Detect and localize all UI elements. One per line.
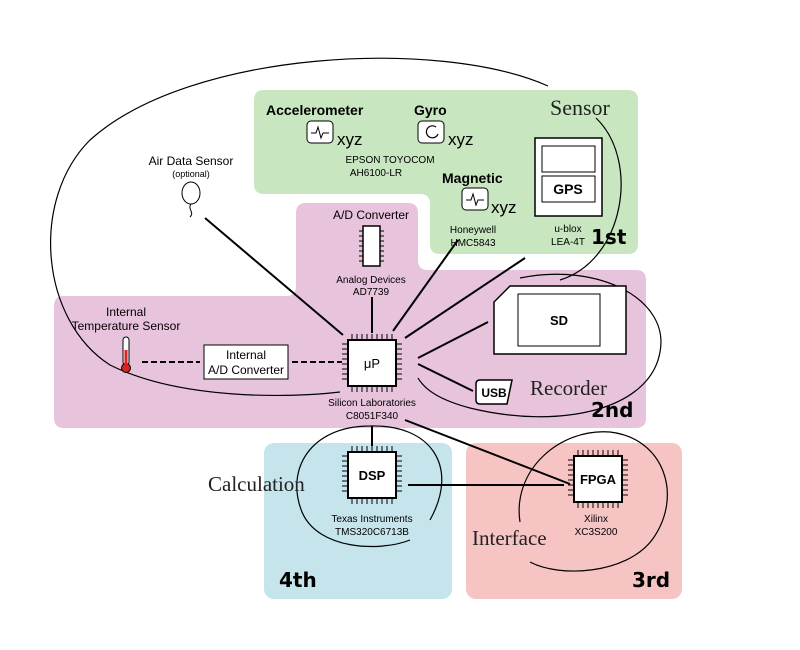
dsp-vendor: Texas Instruments: [331, 514, 412, 525]
gyro-axes: xyz: [448, 130, 474, 149]
fpga-label: FPGA: [580, 472, 617, 487]
accelerometer-vendor: EPSON TOYOCOM: [345, 155, 434, 166]
outer-system-loop: [50, 57, 549, 397]
magnetic-wave-icon: [461, 187, 489, 211]
recorder-region: [54, 203, 646, 428]
balloon-icon: [181, 181, 201, 205]
calculation-region: [264, 443, 452, 599]
ad-converter-chip: [362, 225, 381, 267]
gyro-rotation: [425, 125, 439, 139]
interface-loop: [518, 431, 668, 572]
magnetic-part: HMC5843: [450, 238, 495, 249]
internal-adc-box: [203, 344, 289, 380]
mcu-label: μP: [364, 356, 380, 371]
usb-label: USB: [481, 386, 507, 400]
gps-block: GPS u-blox LEA-4T: [534, 137, 603, 248]
usb-plug-icon: [475, 379, 513, 405]
calculation-title: Calculation: [208, 472, 305, 496]
air-data-note: (optional): [172, 169, 210, 179]
mcu-block: μP Silicon Laboratories C8051F340: [328, 334, 416, 422]
ad-converter-label: A/D Converter: [333, 208, 409, 222]
interface-stage-label: 3rd: [632, 568, 670, 592]
magnetic-vendor: Honeywell: [450, 225, 496, 236]
gps-part: LEA-4T: [551, 237, 585, 248]
air-data-label: Air Data Sensor: [149, 154, 234, 168]
gps-chip: [541, 175, 596, 203]
ad-converter-vendor: Analog Devices: [336, 275, 405, 286]
recorder-loop: [417, 273, 662, 418]
connections: [142, 217, 571, 486]
gps-antenna-window: [541, 145, 596, 173]
thermometer-mercury: [124, 350, 128, 366]
sd-block: SD: [493, 285, 627, 355]
gps-label: GPS: [553, 181, 583, 197]
gps-vendor: u-blox: [554, 224, 581, 235]
magnetic-block: Magnetic xyz Honeywell HMC5843: [442, 170, 517, 249]
gyro-block: Gyro xyz: [414, 102, 474, 149]
internal-adc-block: Internal A/D Converter: [203, 344, 289, 380]
gps-link: [404, 257, 526, 339]
temp-sensor-line1: Internal: [106, 305, 146, 319]
air-data-block: Air Data Sensor (optional): [149, 154, 234, 218]
ad-converter-block: A/D Converter Analog Devices AD7739: [333, 208, 409, 298]
sd-card-label-area: [517, 293, 601, 347]
calculation-stage-label: 4th: [279, 568, 317, 592]
usb-link: [417, 363, 474, 392]
usb-block: USB: [475, 379, 513, 405]
calculation-loop: [296, 425, 443, 548]
interface-title: Interface: [472, 526, 547, 550]
dsp-chip: [347, 451, 397, 499]
ad-converter-part: AD7739: [353, 287, 390, 298]
accelerometer-label: Accelerometer: [266, 102, 364, 118]
dsp-part: TMS320C6713B: [335, 527, 409, 538]
accelerometer-part: AH6100-LR: [350, 168, 402, 179]
sd-label: SD: [550, 313, 568, 328]
interface-region: [466, 443, 682, 599]
sensor-loop: [559, 117, 622, 281]
sd-link: [417, 321, 489, 359]
fpga-vendor: Xilinx: [584, 514, 608, 525]
accelerometer-waveform: [311, 125, 329, 140]
recorder-stage-label: 2nd: [591, 398, 633, 422]
temp-sensor-block: Internal Temperature Sensor: [72, 305, 181, 373]
air-data-link: [204, 217, 344, 336]
recorder-title: Recorder: [530, 376, 607, 400]
mcu-chip: [347, 339, 397, 387]
sensor-title: Sensor: [550, 95, 611, 120]
accelerometer-wave-icon: [306, 120, 334, 144]
sensor-stage-label: 1st: [591, 225, 627, 249]
internal-adc-line1: Internal: [226, 348, 266, 362]
mcu-fpga-link: [404, 419, 571, 485]
gyro-label: Gyro: [414, 102, 447, 118]
dsp-label: DSP: [359, 468, 386, 483]
accelerometer-block: Accelerometer xyz EPSON TOYOCOM AH6100-L…: [266, 102, 435, 179]
magnetic-axes: xyz: [491, 198, 517, 217]
dsp-block: DSP Texas Instruments TMS320C6713B: [331, 446, 413, 538]
fpga-part: XC3S200: [575, 527, 618, 538]
fpga-block: FPGA Xilinx XC3S200: [568, 450, 628, 538]
balloon-string: [189, 203, 193, 218]
mcu-part: C8051F340: [346, 411, 399, 422]
temp-sensor-line2: Temperature Sensor: [72, 319, 181, 333]
fpga-chip: [573, 455, 623, 503]
accelerometer-axes: xyz: [337, 130, 363, 149]
magnetic-waveform: [466, 192, 484, 207]
magnetic-label: Magnetic: [442, 170, 503, 186]
internal-adc-line2: A/D Converter: [208, 363, 284, 377]
gyro-icon: [417, 120, 445, 144]
mcu-vendor: Silicon Laboratories: [328, 398, 416, 409]
magnetic-link: [392, 239, 459, 332]
